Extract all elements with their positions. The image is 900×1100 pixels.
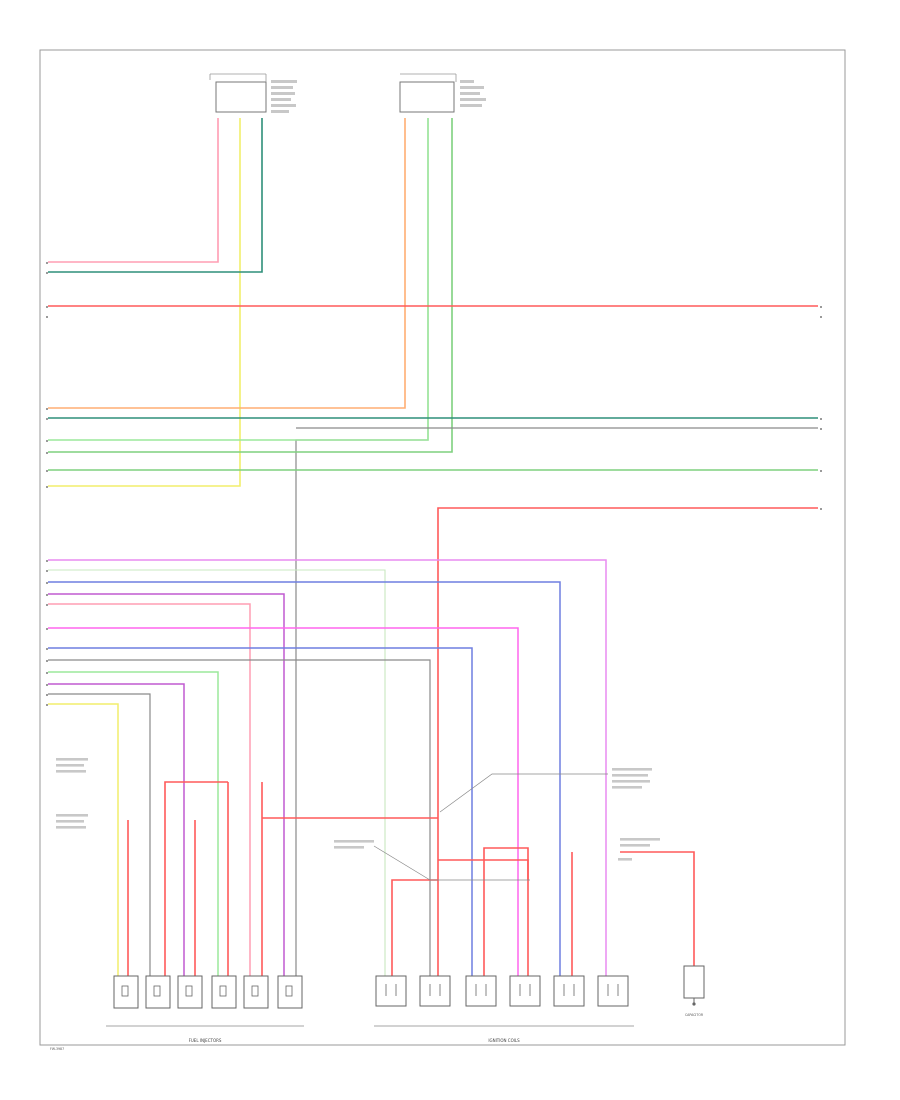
lower-harness [48, 559, 607, 980]
wires-top-left [48, 118, 263, 487]
left-connector-pins [46, 262, 48, 706]
injector-4 [211, 975, 237, 1009]
fuel-injectors-label: FUEL INJECTORS [189, 1038, 222, 1043]
right-connector-pins [820, 306, 822, 510]
coil-2 [419, 975, 451, 1007]
coil-5 [553, 975, 585, 1007]
ignition-coils-label: IGNITION COILS [488, 1038, 520, 1043]
injector-6 [277, 975, 303, 1009]
annotations [373, 773, 608, 881]
annotation-text-blocks [56, 758, 660, 861]
horizontal-buses [48, 305, 818, 976]
injector-3 [177, 975, 203, 1009]
diagram-frame [39, 49, 846, 1046]
coil-6 [597, 975, 629, 1007]
wires-top-right [48, 118, 453, 980]
top-module-left [209, 73, 297, 113]
page-code: FW-3987 [50, 1047, 64, 1051]
capacitor: CAPACITOR [683, 965, 705, 1017]
injector-5 [243, 975, 269, 1009]
coil-4 [509, 975, 541, 1007]
injector-1 [113, 975, 139, 1009]
ignition-coil-group: IGNITION COILS [374, 975, 634, 1043]
coil-3 [465, 975, 497, 1007]
capacitor-label: CAPACITOR [685, 1013, 704, 1017]
injector-power [127, 781, 438, 976]
coil-power [391, 847, 695, 976]
injector-2 [145, 975, 171, 1009]
top-module-right [399, 73, 486, 113]
coil-1 [375, 975, 407, 1007]
fuel-injector-group: FUEL INJECTORS [106, 975, 304, 1043]
